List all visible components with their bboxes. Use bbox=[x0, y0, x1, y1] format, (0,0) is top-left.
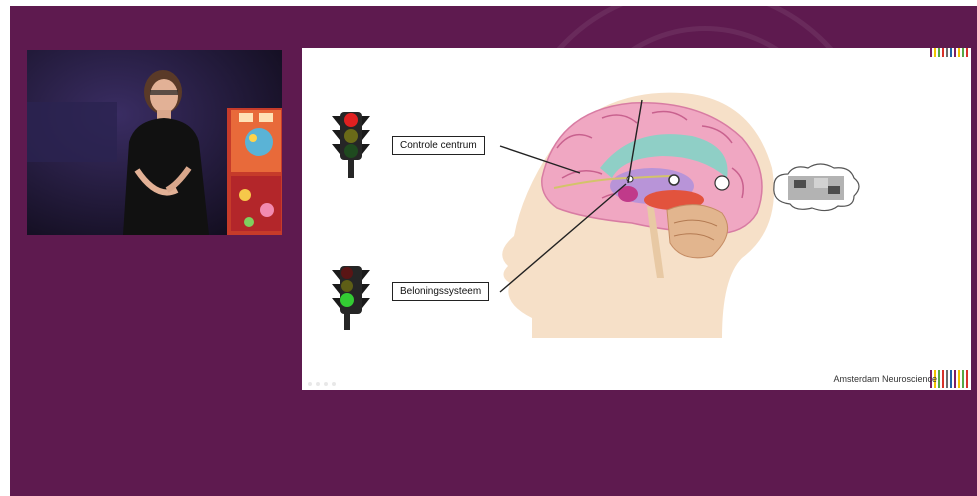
slide-nav-dot bbox=[316, 382, 320, 386]
speaker-video bbox=[27, 50, 282, 235]
speaker-video-frame bbox=[27, 50, 282, 235]
reward-system-label: Beloningssysteem bbox=[392, 282, 489, 301]
slide-nav-dot bbox=[332, 382, 336, 386]
thought-cloud-icon bbox=[774, 164, 859, 211]
slide-nav-dots bbox=[308, 382, 336, 386]
presentation-slide: Controle centrum Beloningssysteem Amster… bbox=[302, 48, 971, 390]
traffic-light-red-icon bbox=[332, 112, 370, 178]
footer-brand-text: Amsterdam Neuroscience bbox=[833, 374, 937, 384]
slide-nav-dot bbox=[308, 382, 312, 386]
stage-prop bbox=[227, 108, 282, 235]
brand-stripes-top bbox=[930, 48, 968, 57]
control-center-label: Controle centrum bbox=[392, 136, 485, 155]
slide-nav-dot bbox=[324, 382, 328, 386]
slide-graphics bbox=[302, 48, 971, 390]
traffic-light-green-icon bbox=[332, 266, 370, 330]
brain-illustration bbox=[502, 93, 774, 338]
